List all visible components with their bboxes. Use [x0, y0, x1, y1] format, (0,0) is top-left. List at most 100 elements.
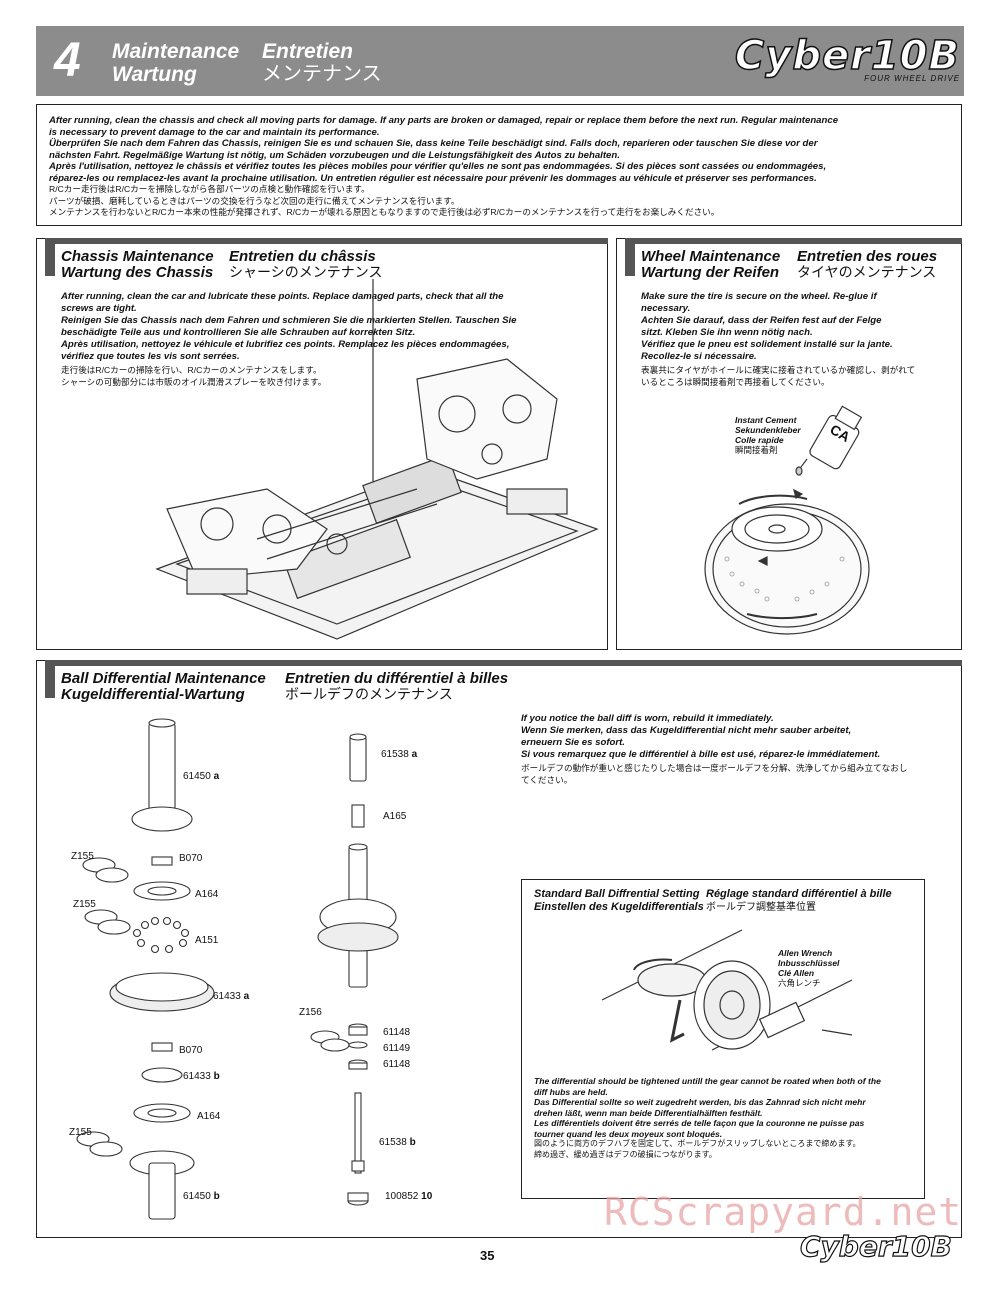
page-header	[36, 26, 964, 96]
part-label: Z156	[299, 1007, 322, 1018]
header-title-en: Maintenance	[112, 40, 240, 63]
section-tab	[45, 660, 55, 698]
header-title-jp: メンテナンス	[262, 63, 382, 85]
ca-labels: Instant Cement Sekundenkleber Colle rapi…	[735, 415, 801, 455]
chassis-title-de: Wartung des Chassis	[61, 264, 214, 281]
part-label: 61433 b	[183, 1071, 220, 1082]
chassis-title-jp: シャーシのメンテナンス	[229, 264, 383, 280]
diff-body-line: erneuern Sie es sofort.	[521, 737, 625, 748]
tool-label: Inbusschlüssel	[778, 958, 840, 968]
part-label: 61148	[383, 1059, 411, 1070]
wheel-body-line: necessary.	[641, 303, 691, 314]
page-number: 35	[480, 1248, 495, 1263]
wheel-illustration	[704, 405, 870, 635]
diff-jp-line: ボールデフの動作が重いと感じたりした場合は一度ボールデフを分解、洗浄してから組み…	[521, 763, 908, 773]
chassis-jp-line: 走行後はR/Cカーの掃除を行い、R/Cカーのメンテナンスをします。	[61, 365, 322, 375]
intro-jp-line: パーツが破損、磨耗しているときはパーツの交換を行うなど次回の走行に備えてメンテナ…	[49, 195, 460, 206]
chassis-body-line: beschädigte Teile aus und kontrollieren …	[61, 327, 416, 338]
part-label: 61148	[383, 1027, 411, 1038]
wheel-title-de: Wartung der Reifen	[641, 264, 780, 281]
diff-body-line: Si vous remarquez que le différentiel à …	[521, 749, 881, 760]
chassis-body-line: Après utilisation, nettoyez le véhicule …	[61, 339, 510, 350]
chassis-illustration	[155, 279, 599, 640]
setting-body-line: The differential should be tightened unt…	[534, 1076, 881, 1086]
diff-body-line: Wenn Sie merken, dass das Kugeldifferent…	[521, 725, 852, 736]
chassis-maintenance-section: Chassis Maintenance Entretien du châssis…	[36, 238, 608, 650]
intro-line: Überprüfen Sie nach dem Fahren das Chass…	[49, 138, 818, 149]
part-label: A164	[197, 1111, 221, 1122]
brand-logo: Cyber10B FOUR WHEEL DRIVE	[734, 33, 960, 83]
logo-subtitle: FOUR WHEEL DRIVE	[864, 74, 960, 83]
section-bar	[45, 660, 962, 666]
header-title-de: Wartung	[112, 63, 197, 86]
logo-text: Cyber10B	[734, 33, 960, 79]
intro-line: is necessary to prevent damage to the ca…	[49, 126, 380, 138]
part-label: B070	[179, 1045, 203, 1056]
setting-body-line: drehen läßt, wenn man beide Differential…	[534, 1107, 763, 1118]
part-label: 61433 a	[213, 991, 250, 1002]
ca-label: Colle rapide	[735, 435, 784, 445]
part-label: 61538 a	[381, 749, 418, 760]
part-label: A165	[383, 811, 407, 822]
part-label: Z155	[69, 1127, 92, 1138]
chassis-jp-line: シャーシの可動部分には市販のオイル潤滑スプレーを吹き付けます。	[61, 376, 327, 387]
wheel-title-en: Wheel Maintenance	[641, 248, 781, 265]
chassis-body-line: screws are tight.	[61, 303, 137, 314]
wheel-jp-line: いるところは瞬間接着剤で再接着してください。	[641, 376, 830, 387]
chassis-title-en: Chassis Maintenance	[61, 248, 214, 265]
chassis-body-line: vérifiez que toutes les vis sont serrées…	[61, 351, 240, 362]
diff-title-de: Kugeldifferential-Wartung	[61, 686, 245, 703]
part-label: 100852 10	[385, 1191, 433, 1202]
intro-line: nächsten Fahrt. Regelmäßige Wartung ist …	[49, 149, 620, 161]
setting-title-fr: Réglage standard différentiel à bille	[706, 888, 892, 900]
part-label: 61538 b	[379, 1137, 416, 1148]
ca-label: Instant Cement	[735, 415, 797, 425]
wheel-body-line: Make sure the tire is secure on the whee…	[641, 291, 877, 302]
setting-body-line: tourner quand les deux moyeux sont bloqu…	[534, 1128, 723, 1139]
ca-label: Sekundenkleber	[735, 425, 801, 435]
diff-title-fr: Entretien du différentiel à billes	[285, 670, 509, 687]
tool-label: Clé Allen	[778, 968, 815, 978]
diff-body-line: If you notice the ball diff is worn, reb…	[521, 713, 774, 724]
setting-title-jp: ボールデフ調整基準位置	[706, 902, 816, 913]
wheel-body-line: Vérifiez que le pneu est solidement inst…	[641, 339, 893, 350]
intro-line: After running, clean the chassis and che…	[49, 115, 839, 126]
diff-exploded-diagram	[76, 718, 399, 1220]
diff-title-en: Ball Differential Maintenance	[61, 670, 266, 687]
wheel-body-line: Recollez-le si nécessaire.	[641, 351, 757, 362]
intro-jp-line: R/Cカー走行後はR/Cカーを掃除しながら各部パーツの点検と動作確認を行います。	[49, 184, 370, 194]
footer-logo: Cyber10B	[799, 1229, 952, 1263]
wheel-title-fr: Entretien des roues	[797, 248, 938, 265]
part-label: B070	[179, 853, 203, 864]
header-title-fr: Entretien	[262, 40, 354, 63]
diff-setting-illustration	[601, 929, 853, 1051]
step-number: 4	[54, 34, 81, 87]
setting-title-en: Standard Ball Diffrential Setting	[534, 888, 700, 900]
intro-line: réparez-les ou remplacez-les avant la pr…	[49, 172, 817, 184]
chassis-body-line: Reinigen Sie das Chassis nach dem Fahren…	[61, 315, 517, 326]
tool-labels: Allen Wrench Inbusschlüssel Clé Allen 六角…	[778, 948, 839, 988]
setting-jp-line: 図のように両方のデフハブを固定して、ボールデフがスリップしないところまで締めます…	[534, 1139, 861, 1148]
chassis-body-line: After running, clean the car and lubrica…	[61, 291, 504, 302]
tool-label: 六角レンチ	[778, 978, 821, 988]
section-bar	[625, 238, 962, 244]
diff-jp-line: てください。	[521, 774, 573, 785]
part-label: Z155	[73, 899, 96, 910]
diff-setting-box: Standard Ball Diffrential Setting Réglag…	[521, 879, 925, 1199]
intro-box: After running, clean the chassis and che…	[36, 104, 962, 226]
section-tab	[625, 238, 635, 276]
intro-jp-line: メンテナンスを行わないとR/Cカー本来の性能が発揮されず、R/Cカーが壊れる原因…	[49, 207, 720, 217]
setting-jp-line: 締め過ぎ、緩め過ぎはデフの破損につながります。	[534, 1149, 717, 1159]
wheel-title-jp: タイヤのメンテナンス	[797, 264, 937, 280]
part-label: Z155	[71, 851, 94, 862]
chassis-title-fr: Entretien du châssis	[229, 248, 376, 265]
watermark: RCScrapyard.net	[604, 1190, 963, 1234]
wheel-maintenance-section: Wheel Maintenance Entretien des roues Wa…	[616, 238, 962, 650]
part-label: A151	[195, 935, 219, 946]
wheel-body-line: Achten Sie darauf, dass der Reifen fest …	[641, 315, 882, 326]
section-tab	[45, 238, 55, 276]
part-label: 61149	[383, 1043, 411, 1054]
diff-title-jp: ボールデフのメンテナンス	[285, 686, 453, 702]
part-label: 61450 b	[183, 1191, 220, 1202]
tool-label: Allen Wrench	[778, 948, 833, 958]
